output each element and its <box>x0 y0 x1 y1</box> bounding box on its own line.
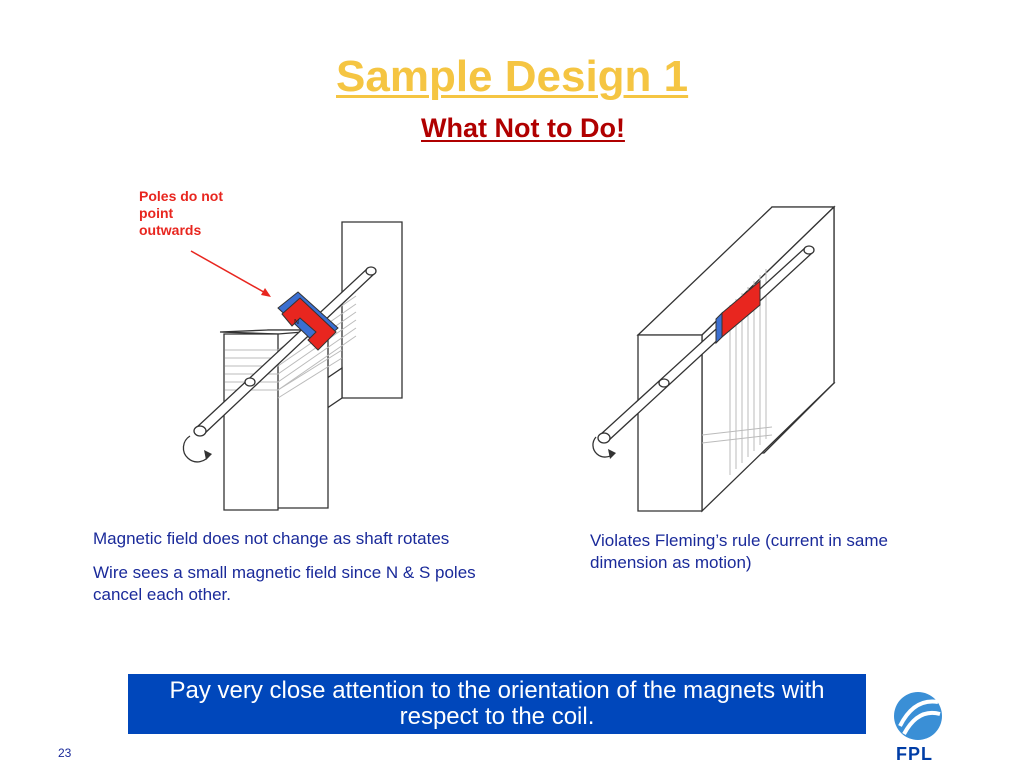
shaft-end <box>365 266 377 276</box>
banner-text: Pay very close attention to the orientat… <box>169 677 825 730</box>
annotation-line: Poles do not <box>139 188 223 204</box>
right-motor-diagram <box>592 205 836 513</box>
shaft-end <box>597 432 611 444</box>
fpl-logo-text: FPL <box>896 744 933 764</box>
fpl-logo-icon <box>894 692 942 740</box>
slide-title: Sample Design 1 <box>336 52 689 101</box>
annotation-poles: Poles do not point outwards <box>139 188 259 239</box>
left-motor-diagram: N <box>182 221 403 511</box>
annotation-arrow <box>190 250 271 297</box>
coil-wire <box>277 349 343 391</box>
magnet-label: N <box>294 319 299 326</box>
coil-wire <box>277 357 343 399</box>
caption-line: Magnetic field does not change as shaft … <box>93 529 450 548</box>
magnet <box>277 291 339 351</box>
shaft-end <box>193 425 207 437</box>
left-caption: Magnetic field does not change as shaft … <box>93 528 493 618</box>
front-plate-front <box>223 333 279 511</box>
caption-line: Wire sees a small magnetic field since N… <box>93 563 476 604</box>
magnet <box>715 279 761 345</box>
coil-wire <box>225 327 357 383</box>
right-caption: Violates Fleming’s rule (current in same… <box>590 530 890 586</box>
annotation-line: point <box>139 205 174 221</box>
banner: Pay very close attention to the orientat… <box>128 674 866 734</box>
coil-wire <box>701 434 773 444</box>
back-plate <box>341 221 403 399</box>
page-number: 23 <box>58 746 72 760</box>
coil-wire <box>701 426 773 436</box>
shaft-end <box>803 245 815 255</box>
annotation-line: outwards <box>139 222 202 238</box>
caption-line: Violates Fleming’s rule (current in same… <box>590 531 888 572</box>
front-plate-front <box>637 334 703 512</box>
shaft-end <box>244 377 256 387</box>
shaft-end <box>658 378 670 388</box>
slide-subtitle: What Not to Do! <box>421 113 625 143</box>
